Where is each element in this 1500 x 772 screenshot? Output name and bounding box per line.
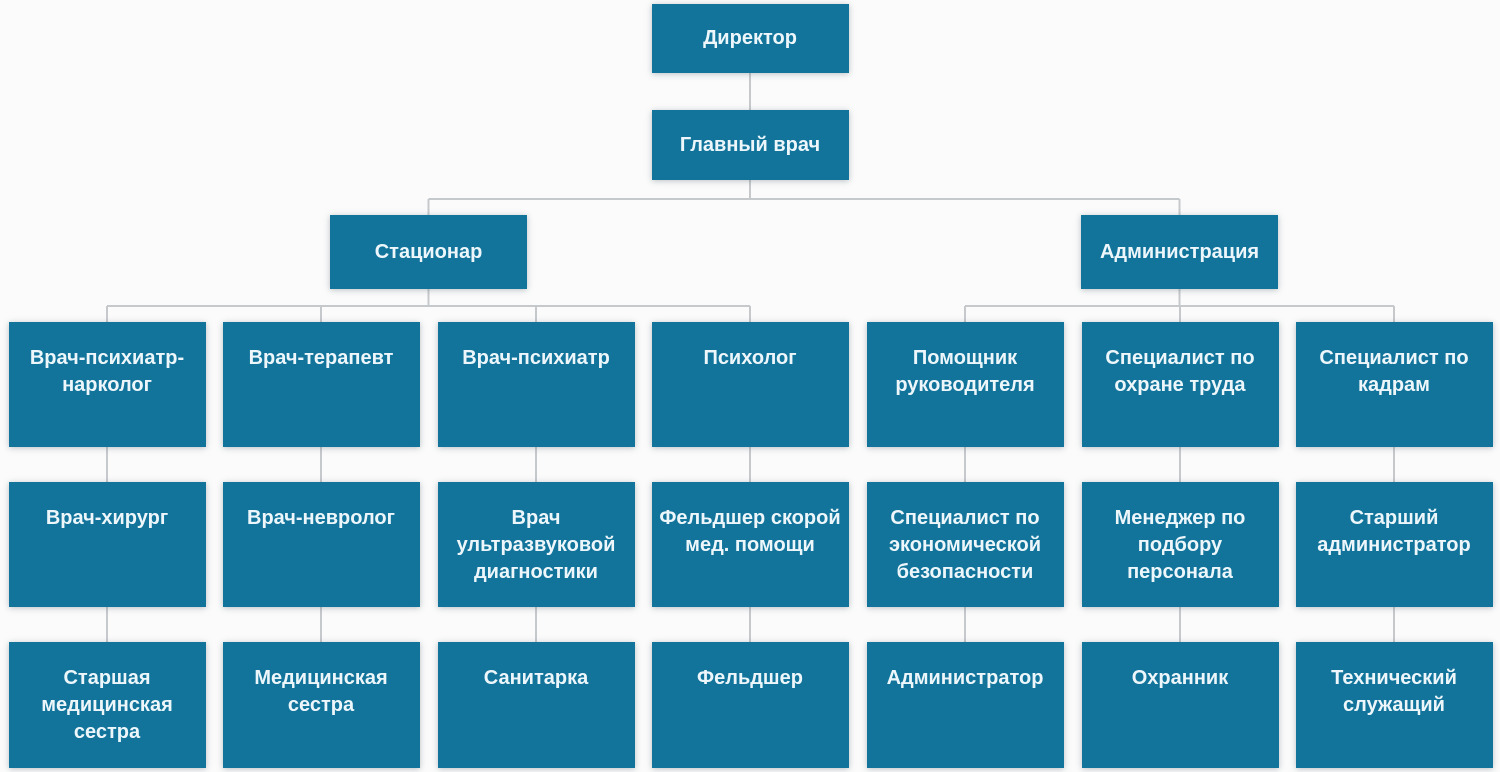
org-node-ambulance-paramedic: Фельдшер скорой мед. помощи	[651, 482, 849, 607]
org-node-ultrasound-doctor: Врач ультразвуковой диагностики	[437, 482, 635, 607]
org-node-security-guard: Охранник	[1081, 642, 1279, 768]
org-node-psychologist: Психолог	[651, 322, 849, 447]
org-node-assistant-to-head: Помощник руководителя	[866, 322, 1064, 447]
org-node-surgeon: Врач-хирург	[8, 482, 206, 607]
org-node-hr-specialist: Специалист по кадрам	[1295, 322, 1493, 447]
org-node-nurse: Медицинская сестра	[222, 642, 420, 768]
org-node-therapist: Врач-терапевт	[222, 322, 420, 447]
org-node-inpatient: Стационар	[330, 215, 527, 289]
org-node-economic-security-specialist: Специалист по экономической безопасности	[866, 482, 1064, 607]
org-node-paramedic: Фельдшер	[651, 642, 849, 768]
org-node-administration: Администрация	[1081, 215, 1278, 289]
org-node-head-nurse: Старшая медицинская сестра	[8, 642, 206, 768]
org-node-psychiatrist: Врач-психиатр	[437, 322, 635, 447]
org-node-director: Директор	[651, 4, 849, 73]
org-node-labor-safety-specialist: Специалист по охране труда	[1081, 322, 1279, 447]
org-node-neurologist: Врач-невролог	[222, 482, 420, 607]
org-node-psychiatrist-narcologist: Врач-психиатр- нарколог	[8, 322, 206, 447]
org-node-senior-administrator: Старший администратор	[1295, 482, 1493, 607]
org-node-recruiting-manager: Менеджер по подбору персонала	[1081, 482, 1279, 607]
org-node-administrator: Администратор	[866, 642, 1064, 768]
org-node-orderly: Санитарка	[437, 642, 635, 768]
org-node-technical-employee: Технический служащий	[1295, 642, 1493, 768]
org-node-chief-physician: Главный врач	[651, 110, 849, 180]
